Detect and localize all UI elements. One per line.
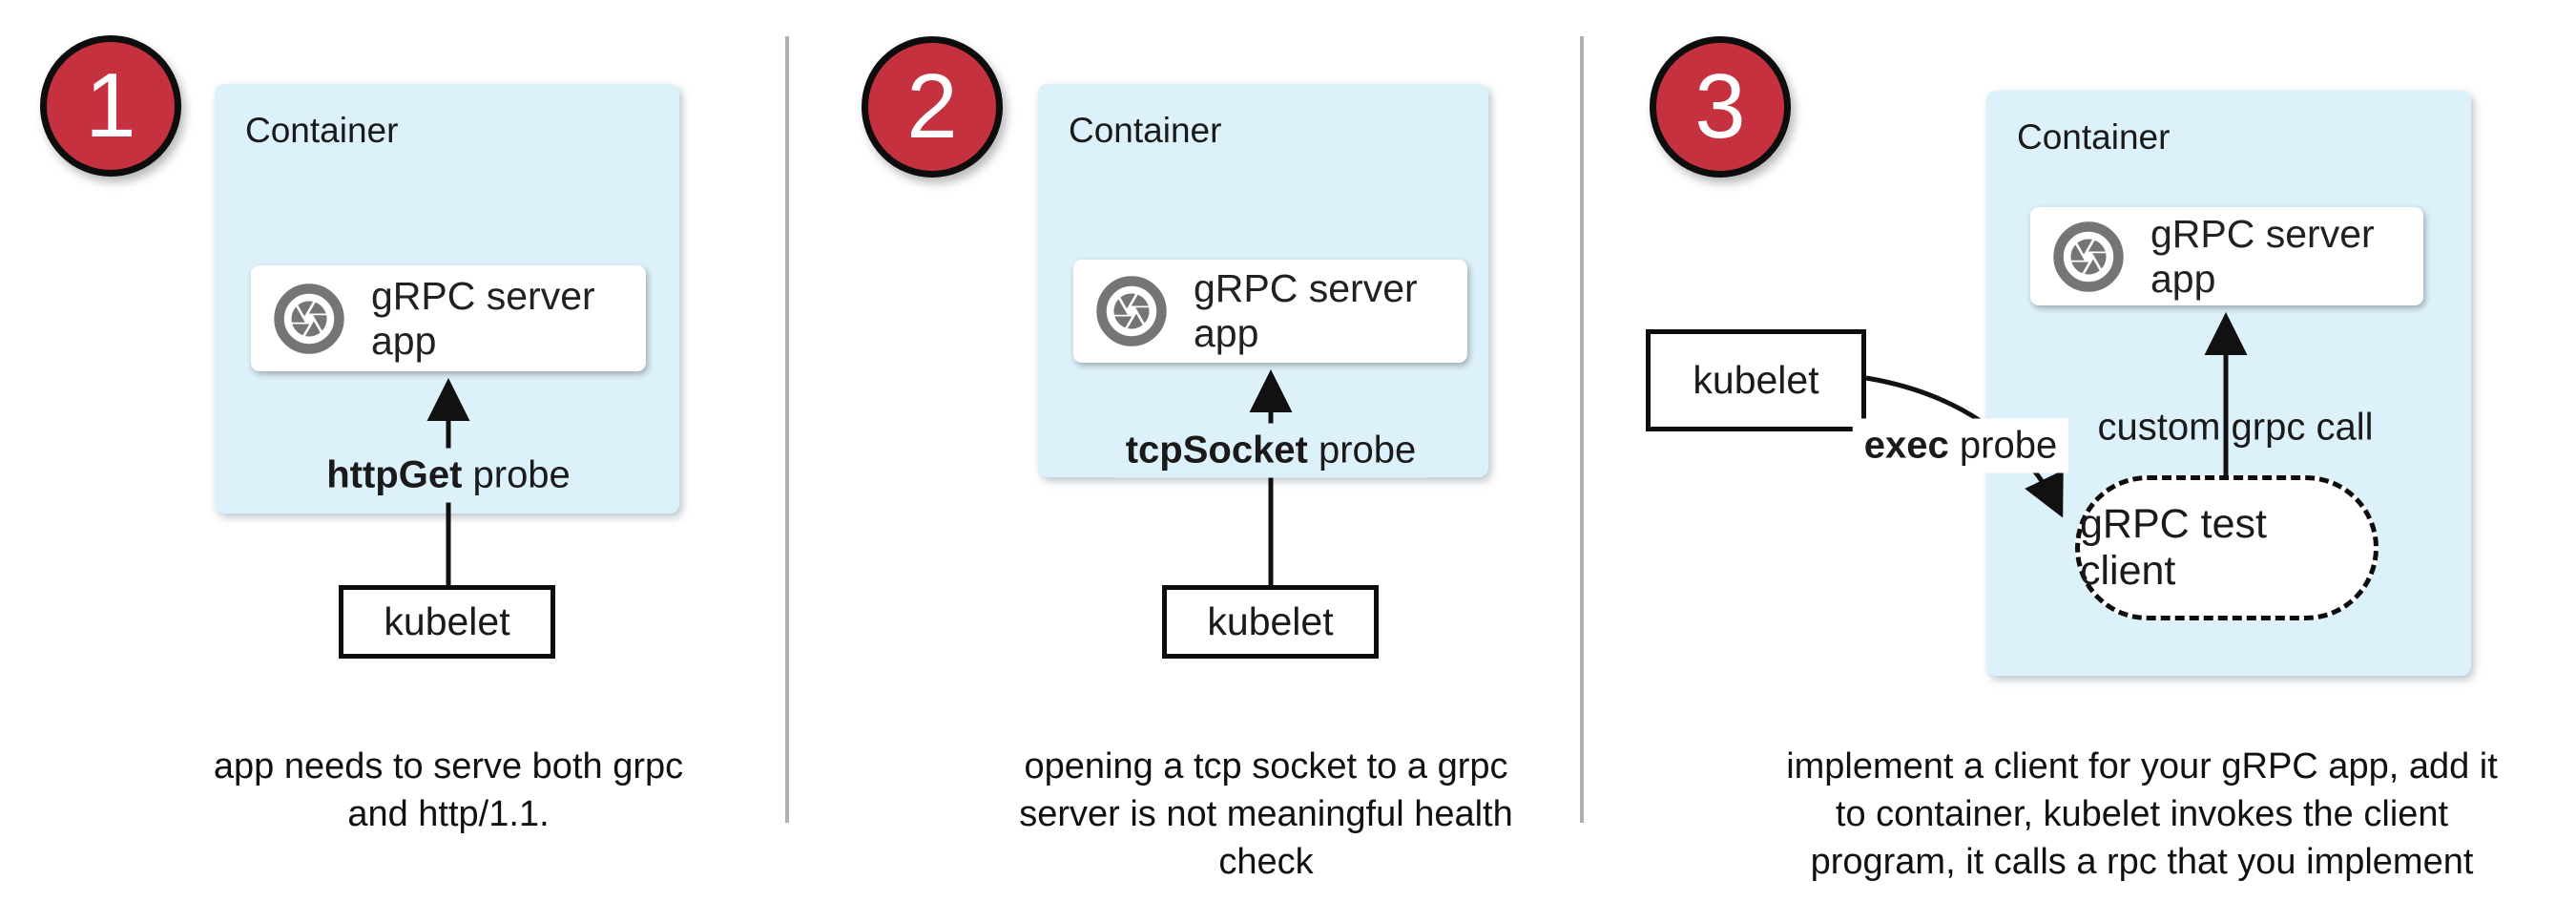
container-label-2: Container [1069, 111, 1222, 150]
grpc-test-client-box: gRPC test client [2075, 475, 2379, 620]
grpc-server-app-label: gRPC server app [2150, 211, 2375, 301]
container-label-3: Container [2017, 117, 2171, 157]
probe-keyword: exec [1863, 424, 1949, 467]
panel-divider-1 [785, 36, 789, 823]
grpc-test-client-label: gRPC test client [2080, 501, 2267, 594]
caption-line: check [1218, 842, 1314, 883]
grpc-server-app-label: gRPC server app [371, 273, 595, 363]
step-number: 2 [906, 55, 958, 157]
caption-line: opening a tcp socket to a grpc [1024, 746, 1508, 787]
grpc-server-app-label: gRPC server app [1194, 266, 1418, 355]
caption-line: and http/1.1. [347, 794, 550, 835]
step-number: 3 [1694, 55, 1746, 157]
caption-1: app needs to serve both grpc and http/1.… [200, 743, 696, 838]
grpc-server-app-box-1: gRPC server app [251, 265, 646, 371]
tcpsocket-probe-label: tcpSocket probe [1113, 423, 1428, 478]
grpc-aperture-icon [2053, 220, 2124, 292]
probe-word: probe [1948, 424, 2058, 467]
panel-divider-2 [1580, 36, 1584, 823]
caption-3: implement a client for your gRPC app, ad… [1751, 743, 2533, 886]
caption-line: implement a client for your gRPC app, ad… [1786, 746, 2498, 787]
probe-word: probe [462, 453, 571, 496]
caption-line: program, it calls a rpc that you impleme… [1810, 842, 2474, 883]
httpget-probe-label: httpGet probe [315, 448, 582, 503]
grpc-aperture-icon [274, 283, 344, 354]
grpc-aperture-icon [1096, 276, 1167, 346]
kubelet-label: kubelet [1207, 599, 1334, 643]
caption-line: server is not meaningful health [1019, 794, 1513, 835]
step-number: 1 [85, 54, 136, 157]
kubelet-box-2: kubelet [1162, 585, 1379, 659]
probe-word: probe [1307, 429, 1417, 472]
custom-grpc-call-label: custom grpc call [2097, 406, 2374, 449]
step-badge-1: 1 [40, 35, 181, 177]
probe-keyword: httpGet [326, 453, 463, 496]
step-badge-2: 2 [862, 36, 1003, 178]
exec-probe-label: exec probe [1852, 418, 2069, 473]
grpc-server-app-box-2: gRPC server app [1073, 260, 1467, 363]
kubelet-label: kubelet [384, 599, 510, 643]
step-badge-3: 3 [1650, 36, 1791, 178]
grpc-server-app-box-3: gRPC server app [2030, 207, 2423, 305]
probe-keyword: tcpSocket [1125, 429, 1308, 472]
caption-2: opening a tcp socket to a grpc server is… [1008, 743, 1524, 886]
caption-line: to container, kubelet invokes the client [1835, 794, 2449, 835]
kubelet-box-3: kubelet [1646, 329, 1866, 431]
kubelet-label: kubelet [1693, 358, 1819, 402]
container-label-1: Container [245, 111, 399, 150]
caption-line: app needs to serve both grpc [213, 746, 684, 787]
kubelet-box-1: kubelet [339, 585, 555, 659]
